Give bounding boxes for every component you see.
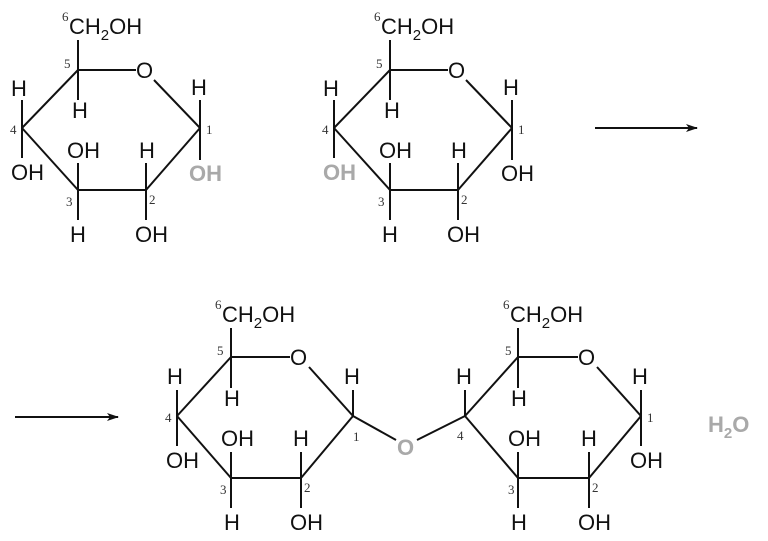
bond-o-c1 (465, 79, 513, 129)
c2-hydroxyl: OH (447, 222, 480, 247)
c1-hydrogen: H (191, 75, 207, 100)
c3-hydroxyl: OH (508, 426, 541, 451)
bond-c3-c4 (464, 415, 519, 479)
glycosidic-bond-right (416, 415, 466, 441)
ring-oxygen: O (448, 58, 465, 83)
carbon-number-2: 2 (304, 480, 311, 495)
ch2oh-group: CH2OH (510, 302, 583, 332)
carbon-number-1: 1 (518, 122, 525, 137)
disaccharide-product: 6 CH2OH 5 O H H 4 OH OH 3 H H 2 OH H 1 O (165, 297, 749, 535)
c4-hydrogen: H (456, 364, 472, 389)
c5-hydrogen: H (72, 98, 88, 123)
carbon-number-4: 4 (10, 122, 17, 137)
carbon-number-2: 2 (592, 480, 599, 495)
carbon-number-4: 4 (457, 428, 464, 443)
c3-hydrogen: H (224, 510, 240, 535)
bond-c4-c5 (176, 356, 232, 417)
c5-hydrogen: H (384, 98, 400, 123)
c1-hydroxyl-highlighted: OH (189, 161, 222, 186)
c4-hydrogen: H (323, 76, 339, 101)
carbon-number-5: 5 (505, 343, 512, 358)
c4-hydroxyl: OH (166, 448, 199, 473)
c5-hydrogen: H (511, 386, 527, 411)
ch2oh-group: CH2OH (381, 14, 454, 44)
carbon-number-5: 5 (376, 56, 383, 71)
bond-o-c1 (308, 366, 354, 417)
c1-hydroxyl: OH (501, 161, 534, 186)
c3-hydrogen: H (511, 510, 527, 535)
bond-c1-c2 (300, 415, 354, 479)
c2-hydrogen: H (139, 138, 155, 163)
carbon-number-6: 6 (62, 9, 69, 24)
c1-hydrogen: H (344, 364, 360, 389)
carbon-number-5: 5 (217, 343, 224, 358)
c3-hydrogen: H (382, 222, 398, 247)
c2-hydroxyl: OH (290, 510, 323, 535)
c4-hydrogen: H (11, 76, 27, 101)
c2-hydroxyl: OH (578, 510, 611, 535)
c1-hydrogen: H (503, 75, 519, 100)
carbon-number-3: 3 (508, 482, 515, 497)
ch2oh-group: CH2OH (222, 302, 295, 332)
carbon-number-1: 1 (206, 122, 213, 137)
carbon-number-6: 6 (503, 297, 510, 312)
bond-c1-c2 (145, 127, 201, 191)
bond-c3-c4 (21, 127, 79, 191)
ring-oxygen: O (578, 345, 595, 370)
c5-hydrogen: H (224, 386, 240, 411)
glycosidic-bond-left (352, 415, 397, 441)
c2-hydroxyl: OH (135, 222, 168, 247)
c4-hydrogen: H (167, 364, 183, 389)
carbon-number-3: 3 (378, 194, 385, 209)
bond-c4-c5 (464, 356, 519, 417)
bond-o-c1 (153, 79, 201, 129)
bond-c1-c2 (588, 415, 642, 479)
c2-hydrogen: H (451, 138, 467, 163)
bond-c3-c4 (176, 415, 232, 479)
carbon-number-3: 3 (66, 194, 73, 209)
c4-hydroxyl-highlighted: OH (323, 160, 356, 185)
product-ring-right: 6 CH2OH 5 O H H 4 OH 3 H H 2 OH H 1 OH (456, 297, 663, 535)
bond-o-c1 (596, 366, 642, 417)
bond-c1-c2 (457, 127, 513, 191)
carbon-number-2: 2 (149, 192, 156, 207)
ring-oxygen: O (290, 345, 307, 370)
ring-oxygen: O (136, 58, 153, 83)
carbon-number-6: 6 (215, 297, 222, 312)
carbon-number-1: 1 (353, 429, 360, 444)
glucose-molecule-1: 6 CH2OH 5 O H H 4 OH OH 3 H H 2 OH H 1 O… (10, 9, 222, 247)
carbon-number-4: 4 (322, 122, 329, 137)
c3-hydroxyl: OH (379, 138, 412, 163)
carbon-number-3: 3 (220, 482, 227, 497)
c3-hydroxyl: OH (221, 426, 254, 451)
carbon-number-6: 6 (374, 9, 381, 24)
bond-c4-c5 (333, 69, 391, 129)
c3-hydrogen: H (70, 222, 86, 247)
carbon-number-5: 5 (64, 56, 71, 71)
c3-hydroxyl: OH (67, 138, 100, 163)
ch2oh-group: CH2OH (69, 14, 142, 44)
glucose-molecule-2: 6 CH2OH 5 O H H 4 OH OH 3 H H 2 OH H 1 O… (322, 9, 534, 247)
water-byproduct: H2O (708, 412, 749, 442)
bond-c4-c5 (21, 69, 79, 129)
c4-hydroxyl: OH (11, 160, 44, 185)
c2-hydrogen: H (581, 426, 597, 451)
bridge-oxygen-highlighted: O (397, 435, 414, 460)
carbon-number-2: 2 (461, 192, 468, 207)
c2-hydrogen: H (293, 426, 309, 451)
product-ring-left: 6 CH2OH 5 O H H 4 OH OH 3 H H 2 OH H 1 (165, 297, 360, 535)
carbon-number-4: 4 (165, 410, 172, 425)
carbon-number-1: 1 (647, 410, 654, 425)
c1-hydrogen: H (632, 364, 648, 389)
c1-hydroxyl: OH (630, 448, 663, 473)
bond-c3-c4 (333, 127, 391, 191)
